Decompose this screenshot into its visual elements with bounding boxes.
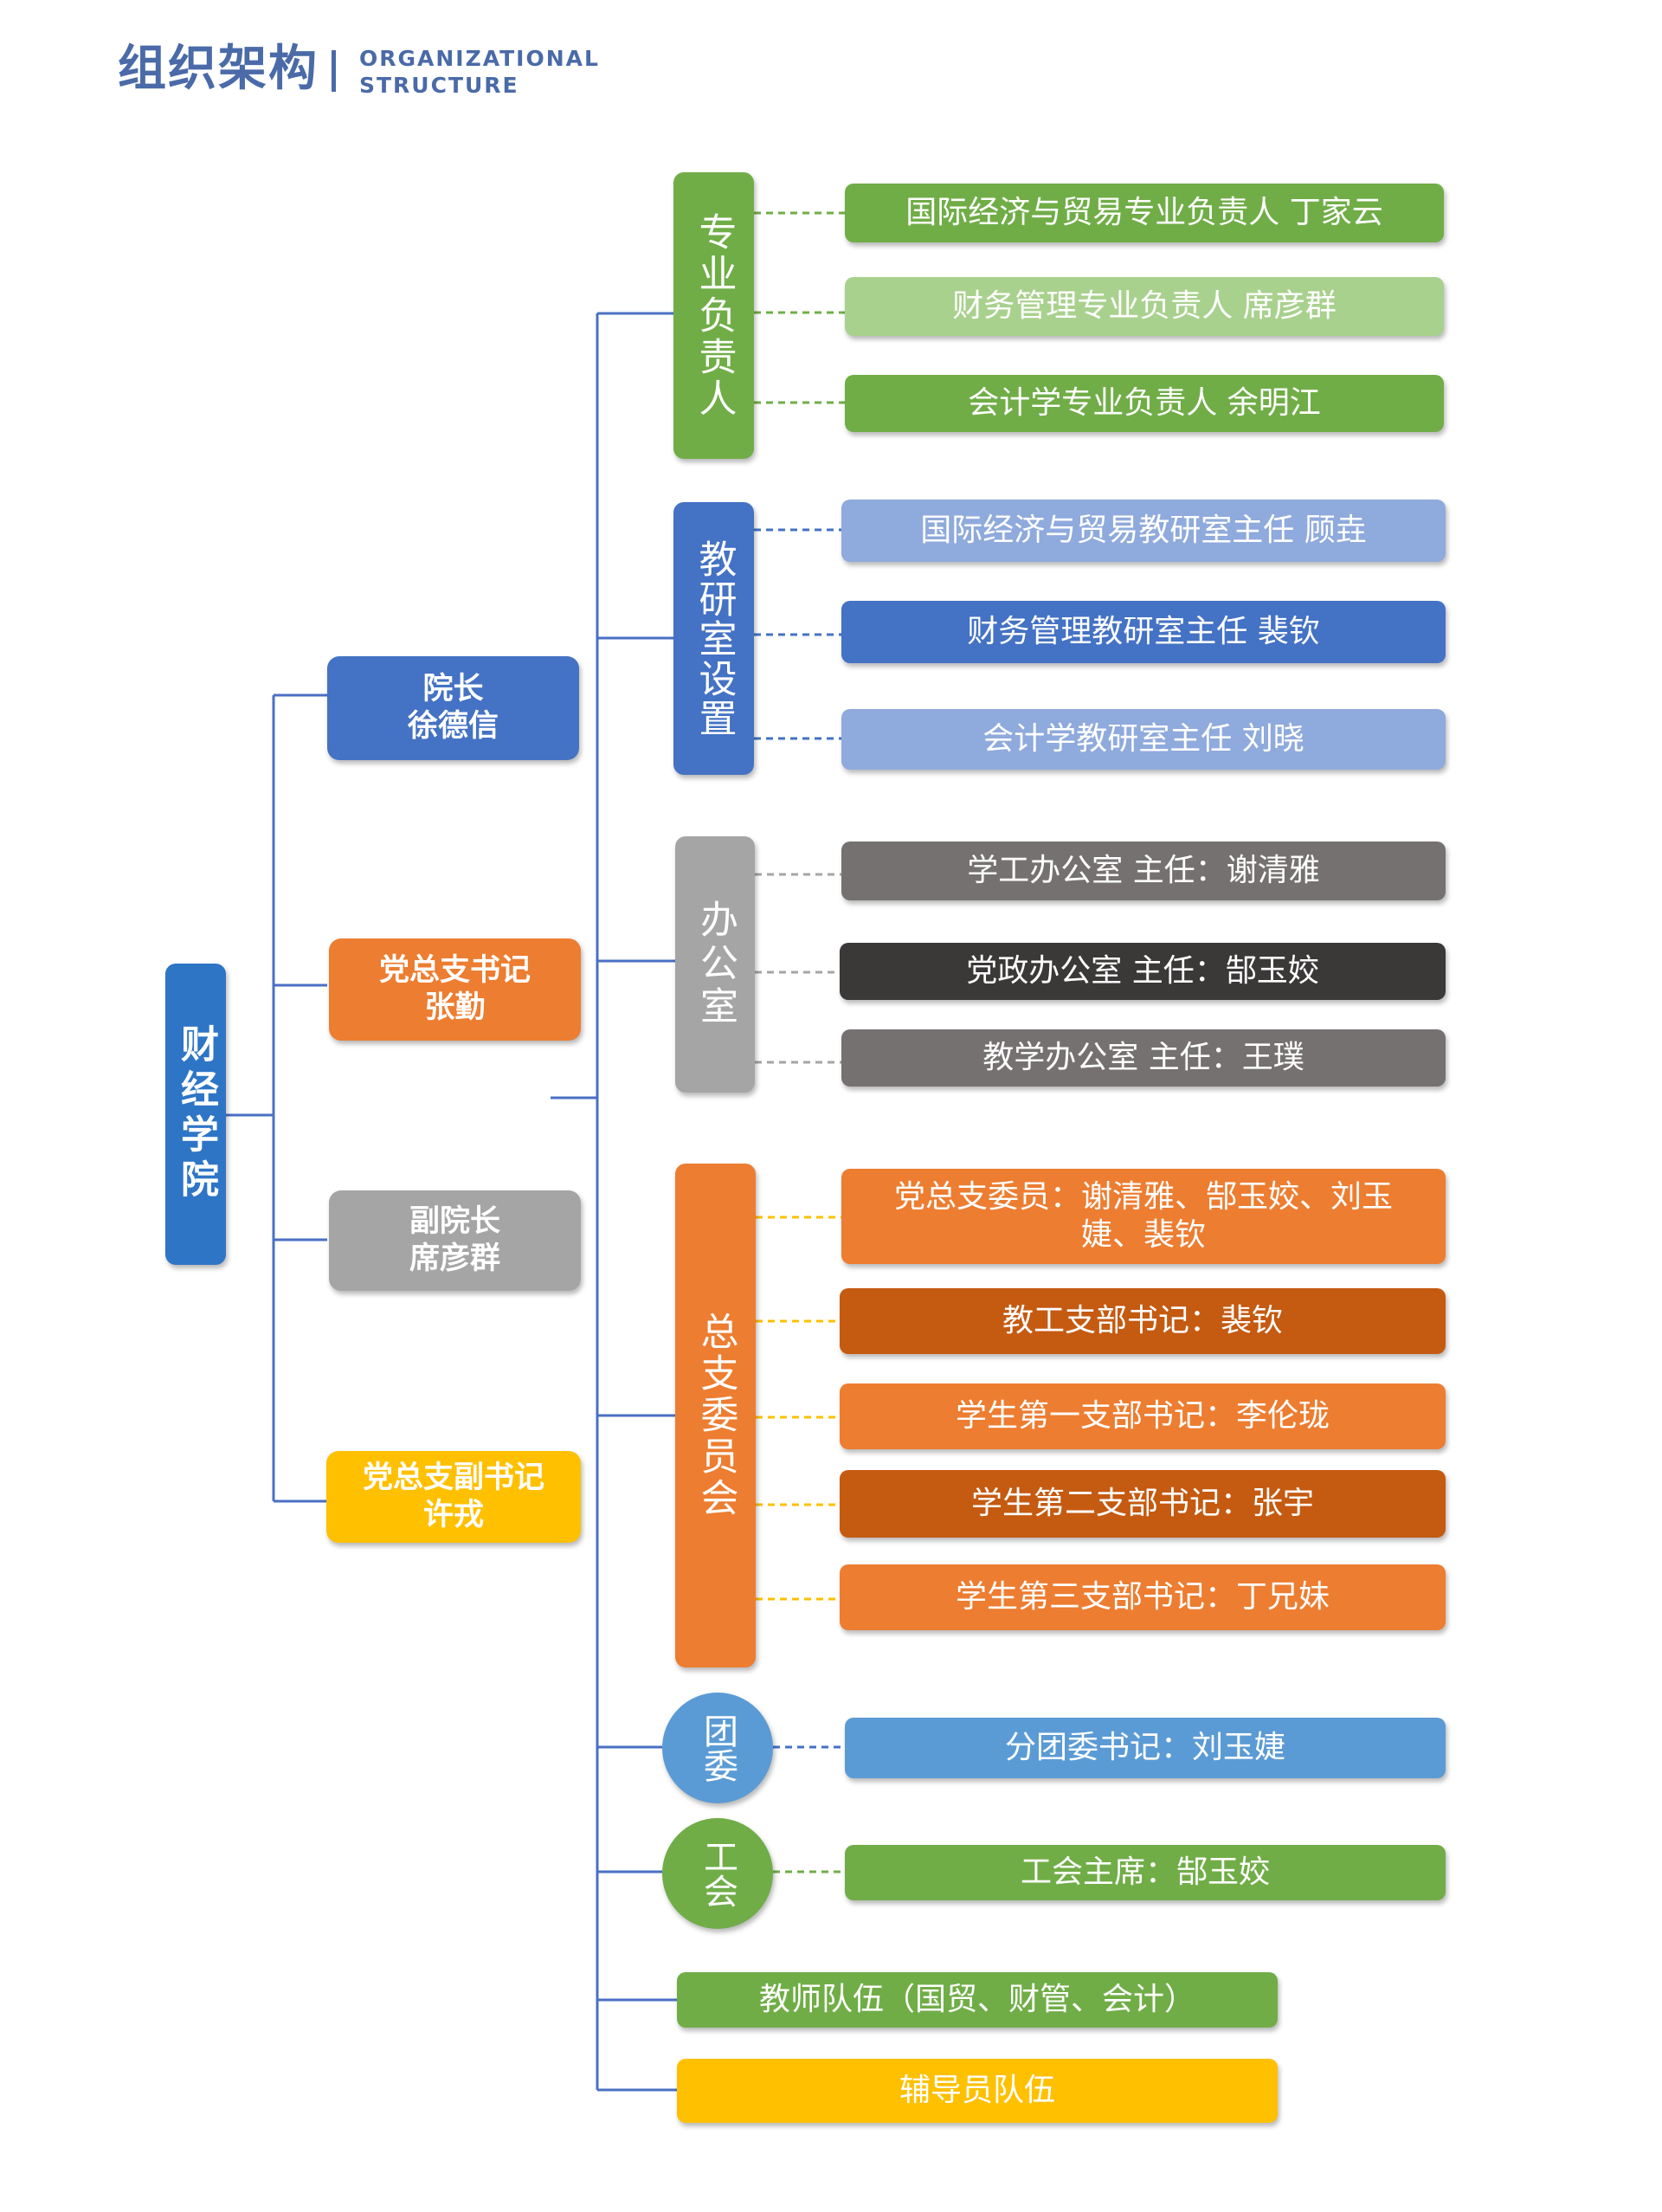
teaching-research-item-2-label: 财务管理教研室主任 裴钦	[967, 614, 1320, 649]
leader-party-secretary-name: 张勤	[424, 990, 486, 1025]
committee-item-1: 党总支委员：谢清雅、郜玉姣、刘玉婕、裴钦	[841, 1169, 1446, 1264]
group-union: 工会	[662, 1818, 773, 1929]
subtitle-line-2: STRUCTURE	[359, 73, 519, 98]
office-item-3: 教学办公室 主任：王璞	[841, 1029, 1446, 1087]
teaching-research-item-2: 财务管理教研室主任 裴钦	[841, 601, 1446, 663]
page-title: 组织架构	[118, 41, 319, 97]
group-major-heads: 专业负责人	[673, 172, 754, 459]
committee-item-2: 教工支部书记：裴钦	[840, 1288, 1446, 1354]
header-divider	[332, 50, 336, 92]
committee-item-1-label: 党总支委员：谢清雅、郜玉姣、刘玉婕、裴钦	[893, 1179, 1393, 1253]
major-head-item-1: 国际经济与贸易专业负责人 丁家云	[845, 184, 1444, 242]
youth-league-item-1: 分团委书记：刘玉婕	[845, 1718, 1446, 1778]
committee-item-3-label: 学生第一支部书记：李伦珑	[955, 1398, 1330, 1434]
subtitle-line-1: ORGANIZATIONAL	[359, 46, 600, 71]
major-head-item-1-label: 国际经济与贸易专业负责人 丁家云	[905, 195, 1383, 230]
union-item-1-label: 工会主席：郜玉姣	[1020, 1854, 1270, 1890]
office-item-1-label: 学工办公室 主任：谢清雅	[967, 853, 1320, 888]
root-college-node: 财经学院	[165, 964, 226, 1265]
union-item-1: 工会主席：郜玉姣	[845, 1845, 1446, 1900]
group-teaching-research-label: 教研室设置	[692, 538, 737, 738]
group-branch-committee: 总支委员会	[675, 1164, 756, 1667]
committee-item-2-label: 教工支部书记：裴钦	[1002, 1303, 1283, 1338]
committee-item-3: 学生第一支部书记：李伦珑	[840, 1383, 1446, 1449]
solid-connectors	[223, 312, 677, 2092]
leader-dean: 院长 徐德信	[327, 656, 579, 760]
dashed-connectors	[754, 211, 845, 1873]
team-teachers-label: 教师队伍（国贸、财管、会计）	[758, 1982, 1195, 2017]
leader-party-secretary: 党总支书记 张勤	[329, 938, 581, 1041]
leader-party-secretary-title: 党总支书记	[378, 953, 531, 988]
leader-deputy-party-secretary: 党总支副书记 许戎	[326, 1451, 581, 1543]
teaching-research-item-1-label: 国际经济与贸易教研室主任 顾垚	[920, 513, 1367, 548]
youth-league-item-1-label: 分团委书记：刘玉婕	[1004, 1730, 1285, 1765]
group-teaching-research: 教研室设置	[673, 502, 754, 775]
leader-vice-dean: 副院长 席彦群	[329, 1190, 581, 1291]
group-union-label: 工会	[698, 1839, 738, 1908]
committee-item-5: 学生第三支部书记：丁兄妹	[840, 1564, 1446, 1630]
leader-dean-name: 徐德信	[407, 709, 499, 744]
group-offices: 办公室	[675, 836, 755, 1093]
leader-vice-dean-title: 副院长	[409, 1204, 500, 1239]
group-major-heads-label: 专业负责人	[692, 211, 737, 420]
office-item-2: 党政办公室 主任：郜玉姣	[840, 943, 1446, 1000]
team-counselors: 辅导员队伍	[677, 2059, 1278, 2123]
leader-deputy-party-secretary-name: 许戎	[422, 1498, 484, 1532]
office-item-1: 学工办公室 主任：谢清雅	[841, 842, 1446, 900]
teaching-research-item-1: 国际经济与贸易教研室主任 顾垚	[841, 500, 1446, 562]
committee-item-5-label: 学生第三支部书记：丁兄妹	[955, 1579, 1330, 1615]
committee-item-4-label: 学生第二支部书记：张宇	[970, 1486, 1314, 1521]
teaching-research-item-3: 会计学教研室主任 刘晓	[841, 709, 1446, 770]
committee-item-4: 学生第二支部书记：张宇	[840, 1470, 1446, 1538]
team-counselors-label: 辅导员队伍	[899, 2073, 1055, 2108]
team-teachers: 教师队伍（国贸、财管、会计）	[677, 1972, 1278, 2028]
major-head-item-3-label: 会计学专业负责人 余明江	[968, 385, 1321, 421]
group-youth-league: 团委	[662, 1693, 773, 1803]
root-label: 财经学院	[174, 1024, 218, 1204]
leader-deputy-party-secretary-title: 党总支副书记	[362, 1461, 544, 1495]
major-head-item-3: 会计学专业负责人 余明江	[845, 375, 1444, 432]
leader-dean-title: 院长	[422, 672, 484, 706]
major-head-item-2-label: 财务管理专业负责人 席彦群	[952, 288, 1337, 324]
leader-vice-dean-name: 席彦群	[409, 1241, 500, 1276]
major-head-item-2: 财务管理专业负责人 席彦群	[845, 277, 1444, 336]
teaching-research-item-3-label: 会计学教研室主任 刘晓	[982, 721, 1304, 757]
group-youth-league-label: 团委	[698, 1713, 738, 1783]
group-branch-committee-label: 总支委员会	[693, 1312, 738, 1519]
office-item-2-label: 党政办公室 主任：郜玉姣	[966, 953, 1319, 989]
page-subtitle-en: ORGANIZATIONAL STRUCTURE	[359, 45, 600, 99]
office-item-3-label: 教学办公室 主任：王璞	[982, 1040, 1304, 1075]
group-offices-label: 办公室	[693, 900, 738, 1029]
